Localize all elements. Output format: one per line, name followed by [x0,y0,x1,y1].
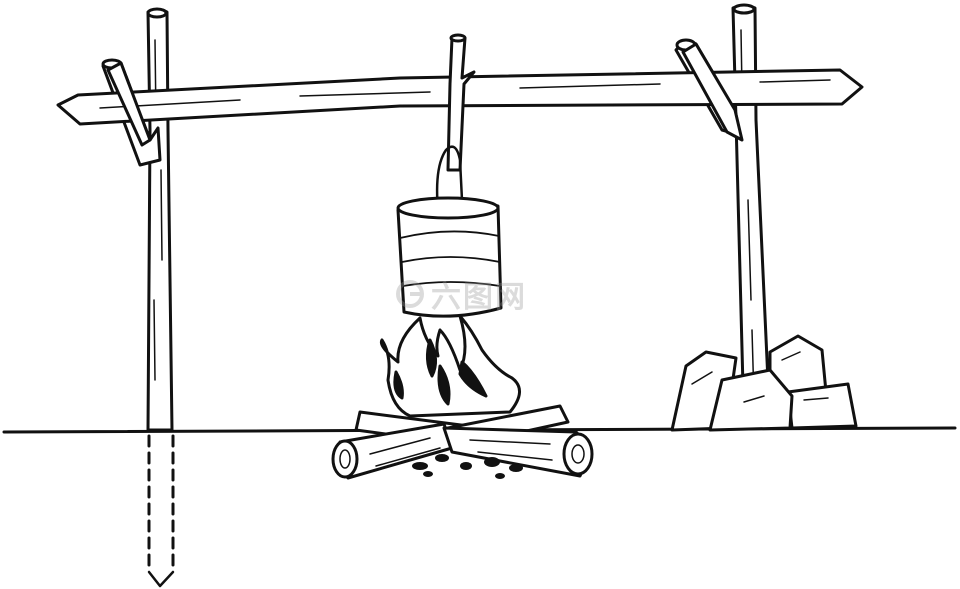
watermark-text: 六图网 [431,280,527,315]
front-log-right [442,426,594,478]
front-log-left [331,422,454,480]
fire-flames [379,314,521,418]
left-post [146,8,174,432]
swirl-logo-icon [396,280,424,308]
embers [412,454,523,479]
right-post [731,4,772,427]
watermark: 六图网 [395,272,527,316]
cooking-pot [396,196,503,318]
rock-pile [670,334,858,432]
underground-stake [147,434,175,574]
